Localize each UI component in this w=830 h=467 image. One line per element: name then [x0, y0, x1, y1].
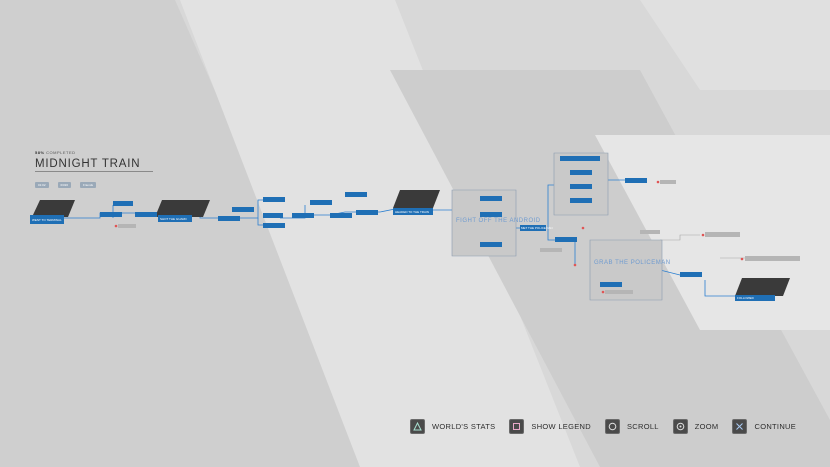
completion-percent: 58% COMPLETED: [35, 150, 76, 155]
chapter-header: 58% COMPLETED MIDNIGHT TRAIN 01:02 03/20…: [35, 150, 153, 188]
scene-thumbnail: [393, 190, 440, 208]
svg-text:WENT TO TERMINAL: WENT TO TERMINAL: [32, 218, 62, 222]
svg-text:FOLLOWED: FOLLOWED: [737, 296, 755, 300]
node-met-policeman[interactable]: MET THE POLICEMAN: [520, 225, 553, 231]
svg-text:MET THE POLICEMAN: MET THE POLICEMAN: [521, 226, 553, 230]
stat-chip: 03/20: [57, 182, 72, 188]
scene-thumbnail: [735, 278, 790, 296]
flow-small-nodes[interactable]: [100, 156, 702, 287]
continue-button[interactable]: CONTINUE: [732, 419, 796, 434]
group-label: GRAB THE POLICEMAN: [594, 260, 671, 266]
triangle-icon: [410, 419, 425, 434]
group-fight-off[interactable]: FIGHT OFF THE ANDROID: [451, 189, 541, 257]
stick-icon: [604, 419, 620, 434]
scroll-button[interactable]: SCROLL: [604, 419, 659, 434]
square-icon: [509, 419, 525, 434]
node-followed[interactable]: FOLLOWED: [735, 295, 775, 301]
controls-bar: WORLD'S STATS SHOW LEGEND SCROLL ZOOM CO…: [410, 419, 810, 434]
svg-text:HEADED TO THE TRAIN: HEADED TO THE TRAIN: [395, 210, 429, 214]
svg-text:SHOT THE GUARD: SHOT THE GUARD: [160, 217, 188, 221]
show-legend-button[interactable]: SHOW LEGEND: [509, 419, 591, 434]
locked-markers: [114, 180, 744, 294]
chapter-title: MIDNIGHT TRAIN: [35, 158, 141, 170]
zoom-button[interactable]: ZOOM: [672, 419, 719, 434]
node-went-to-terminal[interactable]: WENT TO TERMINAL: [30, 215, 64, 224]
cross-icon: [732, 419, 748, 434]
scene-thumbnail: [32, 200, 75, 217]
world-stats-button[interactable]: WORLD'S STATS: [410, 419, 495, 434]
stick-press-icon: [672, 419, 688, 434]
stat-chip: Friends: [80, 182, 97, 188]
group-label: FIGHT OFF THE ANDROID: [456, 218, 541, 224]
stat-chips: 01:02 03/20 Friends: [35, 182, 153, 188]
node-headed-to-train[interactable]: HEADED TO THE TRAIN: [393, 208, 433, 215]
scene-thumbnail: [155, 200, 210, 217]
stat-chip: 01:02: [35, 182, 49, 188]
locked-nodes: [118, 180, 800, 294]
node-shot-the-guard[interactable]: SHOT THE GUARD: [158, 215, 192, 222]
title-underline: [35, 171, 153, 172]
